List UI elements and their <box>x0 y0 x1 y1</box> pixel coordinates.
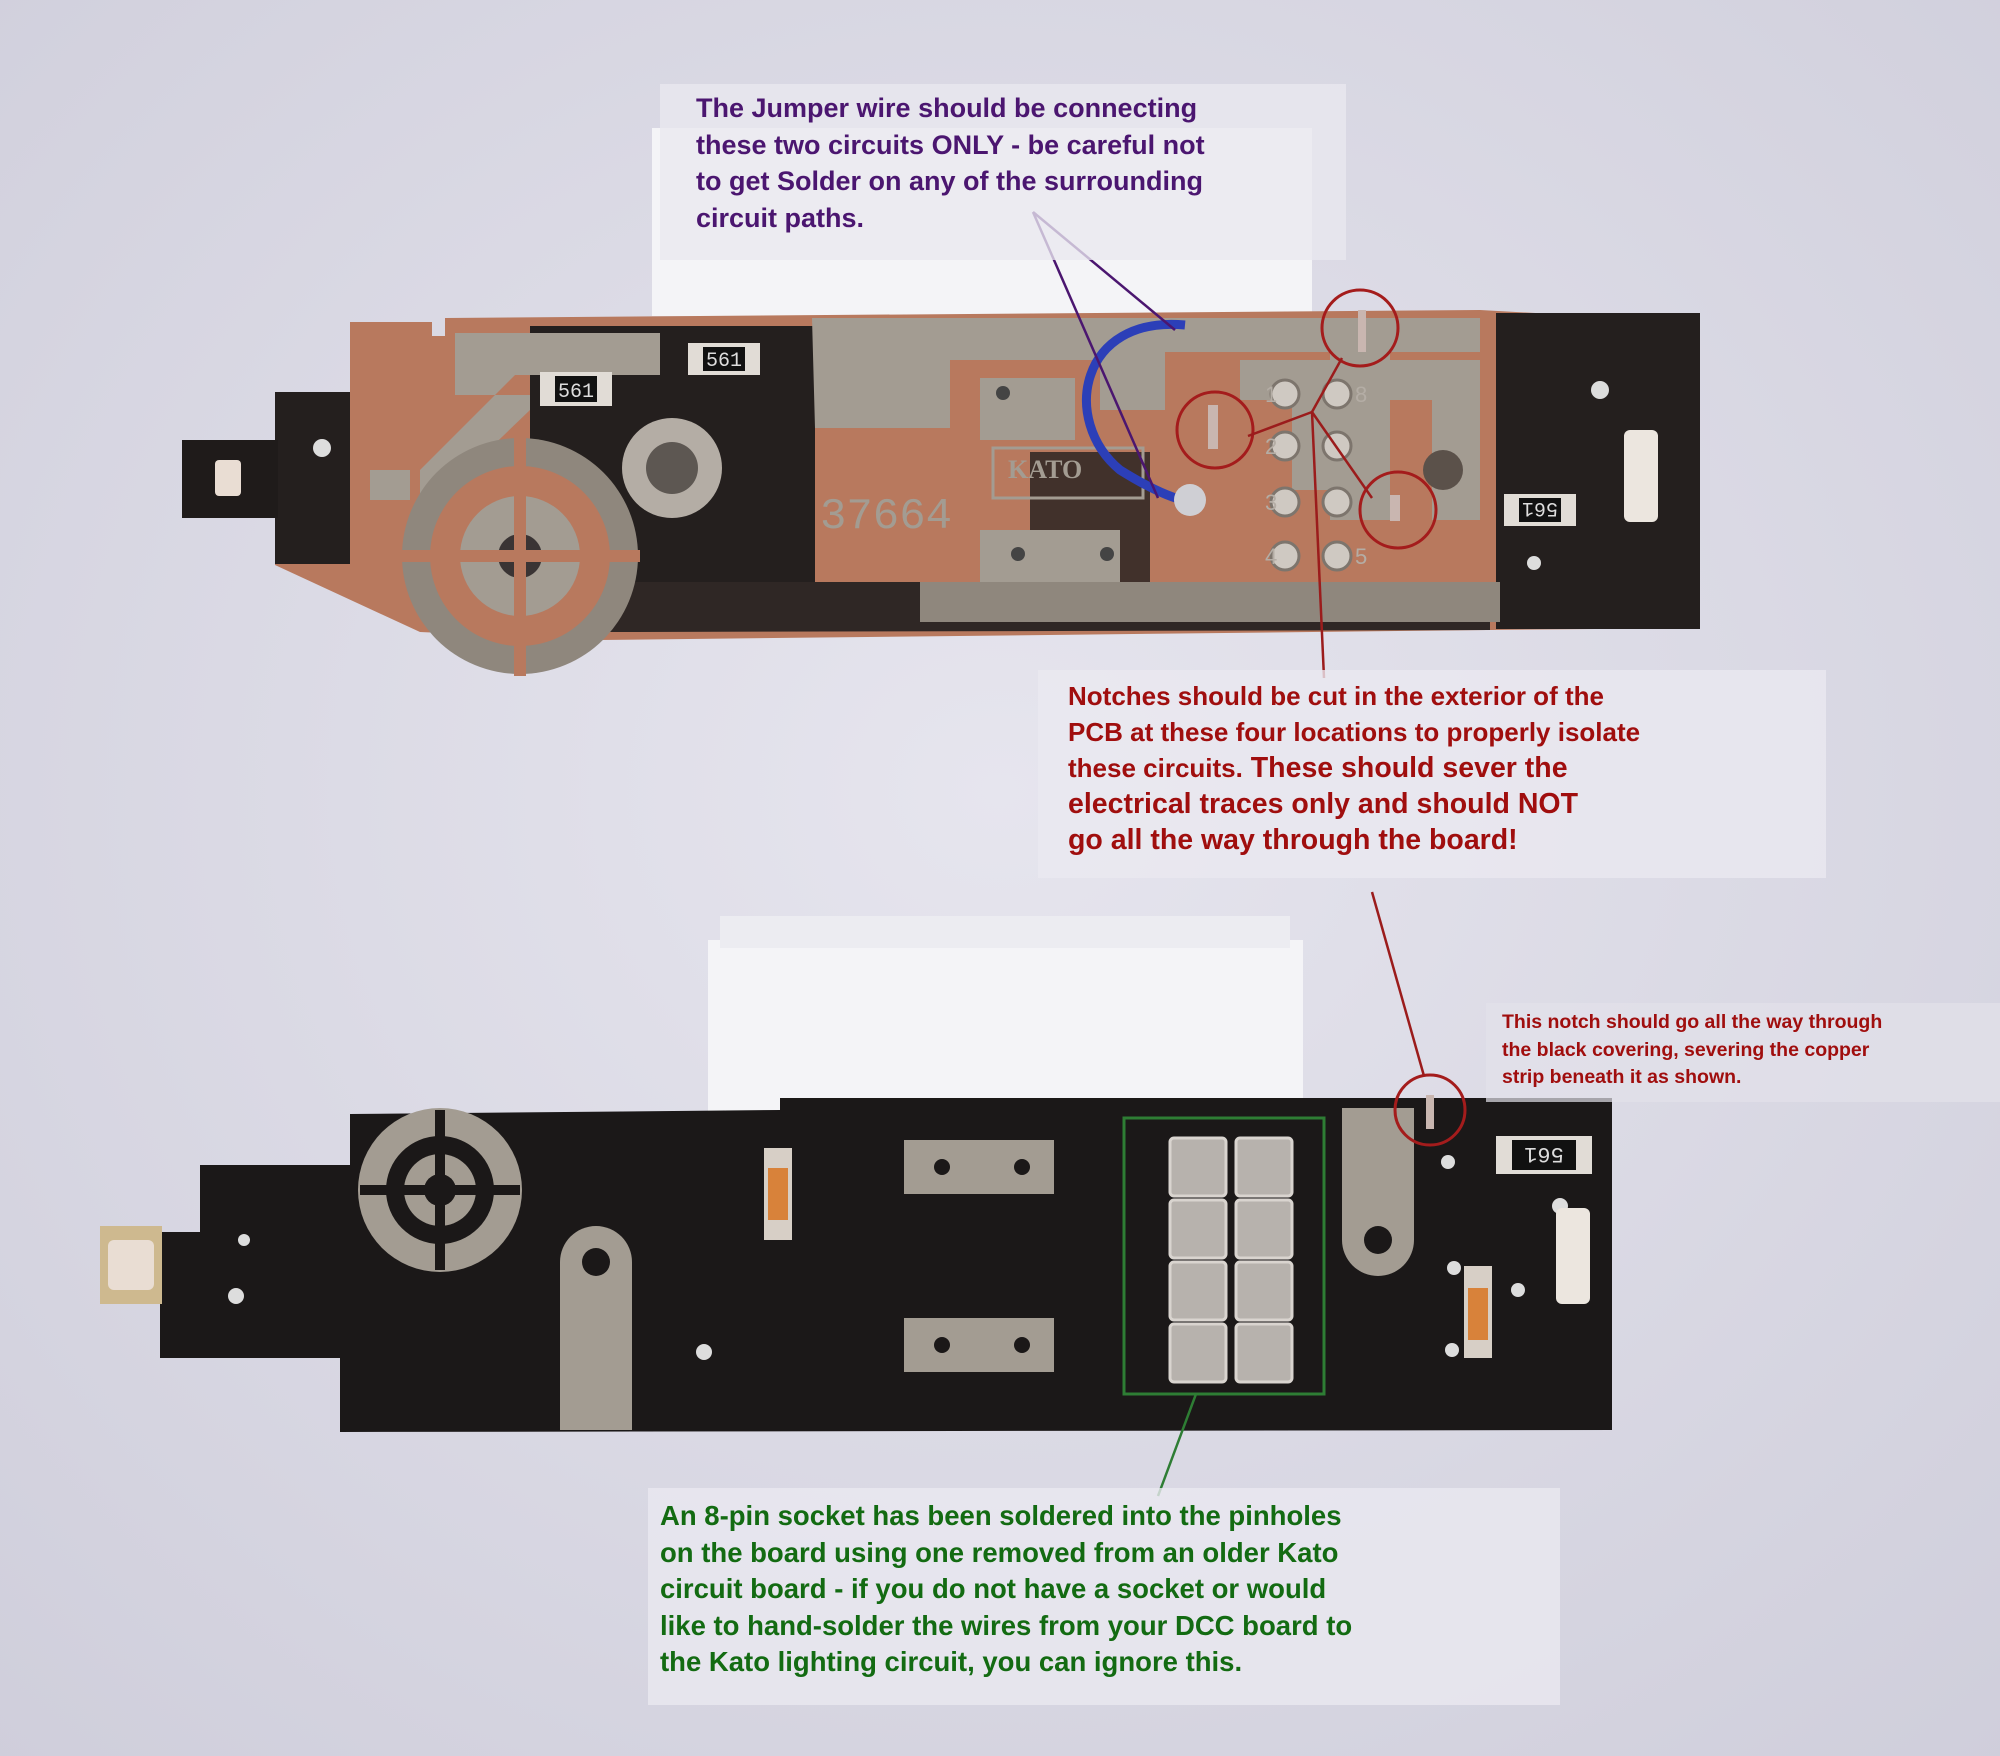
pad-holes <box>934 1159 1030 1353</box>
board-hole <box>1527 556 1541 570</box>
pin-label: 1 <box>1265 382 1277 407</box>
part-number: 37664 <box>820 492 952 542</box>
bottom-circuit-board: 561 <box>100 916 1612 1432</box>
notch-through-instruction-text: This notch should go all the way through… <box>1502 1011 1883 1088</box>
resistor: 561 <box>540 372 612 406</box>
notches-text-part1: Notches should be cut in the exterior of… <box>1068 681 1641 783</box>
left-led <box>108 1240 154 1290</box>
notch-through-leader <box>1370 891 1426 1077</box>
motor-contact-pad <box>400 436 640 676</box>
socket-instruction-text: An 8-pin socket has been soldered into t… <box>660 1500 1353 1677</box>
resistor-code: 561 <box>1522 496 1558 519</box>
notch-markers <box>1175 288 1438 550</box>
notches-instruction-note: Notches should be cut in the exterior of… <box>1038 670 1826 878</box>
resistor-code: 561 <box>1524 1141 1564 1166</box>
board-hole <box>1423 450 1463 490</box>
notch-leader <box>1310 357 1344 413</box>
notches-text-part2: These should sever the electrical traces… <box>1068 752 1578 856</box>
resistor: 561 <box>1504 494 1576 526</box>
mount-hole-inner <box>646 442 698 494</box>
board-hole <box>313 439 331 457</box>
resistor-code: 561 <box>706 350 742 373</box>
contact-pad <box>904 1140 1054 1194</box>
pin-label: 2 <box>1265 434 1277 459</box>
board-hole <box>1591 381 1609 399</box>
pin-label: 4 <box>1265 544 1277 569</box>
kato-logo: KATO <box>1008 455 1082 484</box>
board-hole <box>1011 547 1025 561</box>
notch-leader <box>1310 411 1326 679</box>
contact-pad <box>904 1318 1054 1372</box>
pin-label: 3 <box>1265 490 1277 515</box>
notch-leader <box>1247 410 1313 438</box>
board-holes <box>228 1155 1568 1360</box>
strap-pad <box>1342 1108 1414 1276</box>
board-hole <box>996 386 1010 400</box>
notch-through-instruction-note: This notch should go all the way through… <box>1486 1003 2000 1102</box>
pin-label: 8 <box>1355 382 1367 407</box>
socket-leader <box>1156 1393 1198 1497</box>
strap-pad <box>560 1226 632 1430</box>
silver-traces <box>370 318 1500 622</box>
right-led <box>1624 430 1658 522</box>
paper-backing <box>720 916 1290 948</box>
board-hole <box>1100 547 1114 561</box>
resistor: 561 <box>1496 1136 1592 1174</box>
pin-labels: 1 2 3 4 8 5 <box>1265 382 1367 569</box>
diode <box>1464 1266 1492 1358</box>
resistor: 561 <box>688 343 760 375</box>
pin-label: 5 <box>1355 544 1367 569</box>
notch-mark <box>1426 1095 1434 1129</box>
left-led <box>215 460 241 496</box>
jumper-wire <box>1082 319 1191 507</box>
notch-marker <box>1393 1073 1467 1147</box>
diode <box>764 1148 792 1240</box>
jumper-instruction-text: The Jumper wire should be connecting the… <box>696 93 1205 233</box>
solder-blob <box>1174 484 1206 516</box>
socket-instruction-note: An 8-pin socket has been soldered into t… <box>648 1488 1560 1705</box>
notch-marks <box>1208 310 1400 521</box>
resistor-code: 561 <box>558 381 594 404</box>
motor-contact-pad <box>358 1108 522 1272</box>
strap-hole <box>582 1248 610 1276</box>
notch-leader <box>1310 411 1374 499</box>
paper-backing <box>708 940 1303 1122</box>
jumper-instruction-note: The Jumper wire should be connecting the… <box>660 84 1346 260</box>
right-led <box>1556 1208 1590 1304</box>
notches-instruction-text: Notches should be cut in the exterior of… <box>1068 678 1808 858</box>
kato-logo-box <box>991 446 1145 500</box>
eight-pin-socket <box>1122 1116 1326 1396</box>
strap-hole <box>1364 1226 1392 1254</box>
